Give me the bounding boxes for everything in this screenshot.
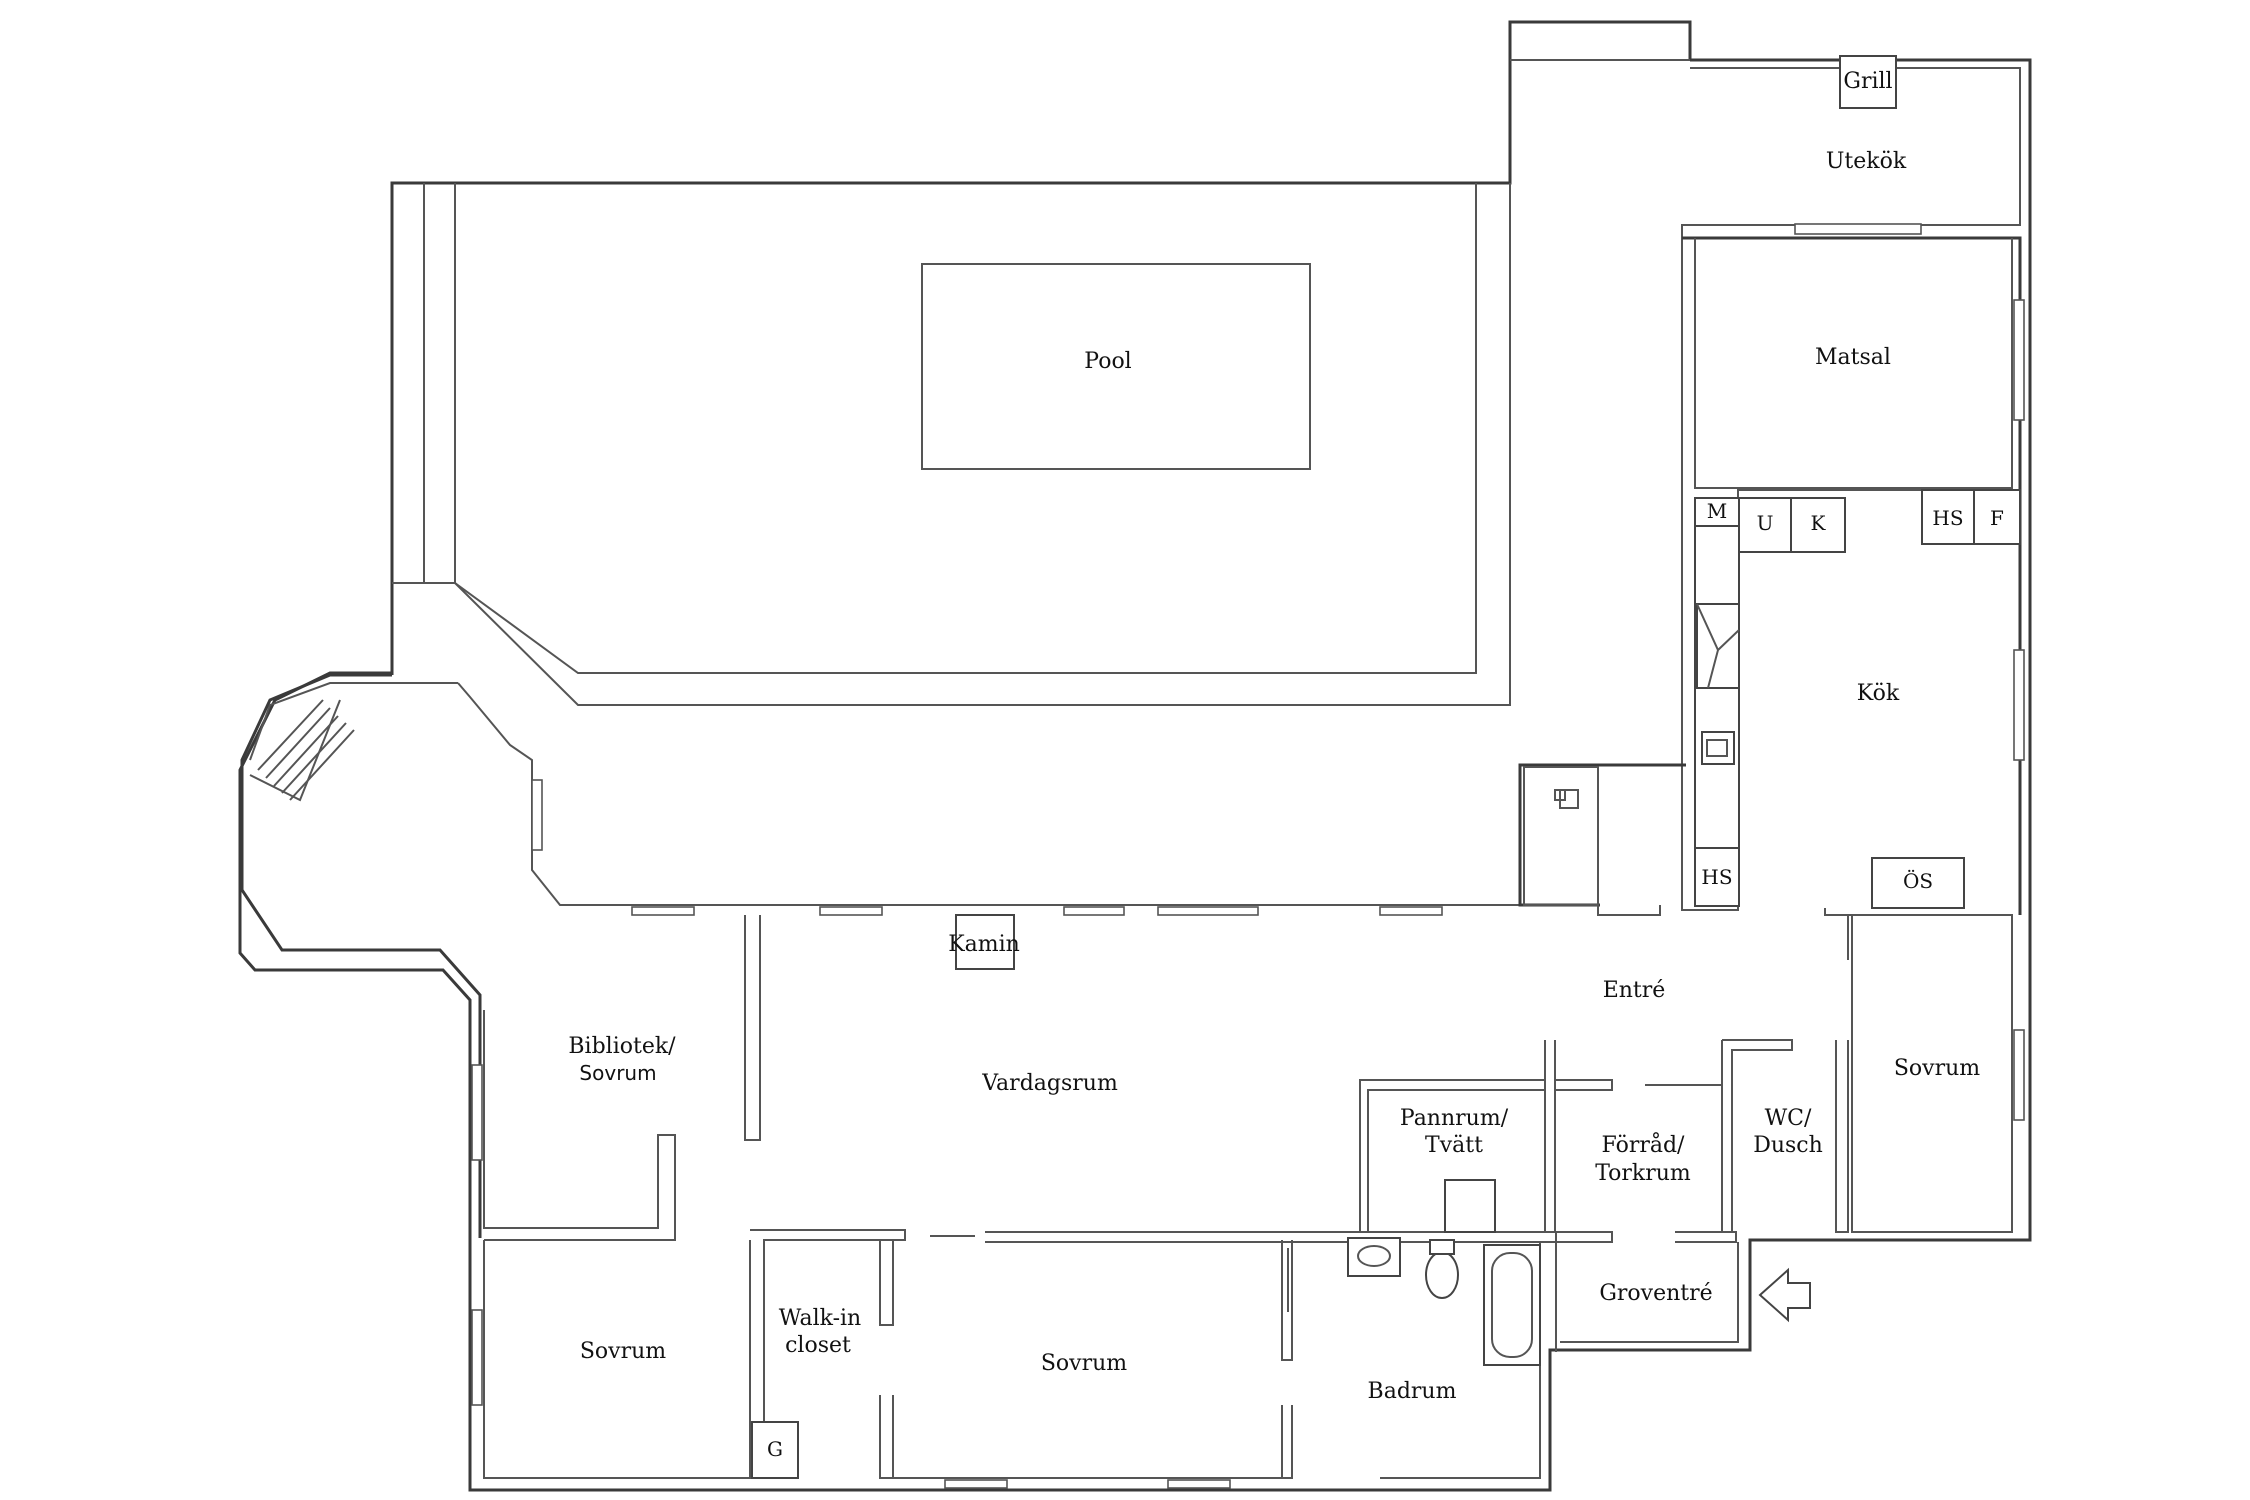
- stairs: [257, 699, 355, 801]
- room-label-pannrum-2: Tvätt: [1425, 1133, 1483, 1158]
- room-label-wc-1: WC/: [1765, 1106, 1812, 1131]
- fixture-label-u: U: [1757, 511, 1774, 535]
- room-label-sovrum-south: Sovrum: [1041, 1351, 1127, 1376]
- window: [471, 1309, 483, 1406]
- window: [1167, 1479, 1231, 1489]
- room-label-walkin-2: closet: [785, 1333, 851, 1358]
- toilet: [1425, 1251, 1459, 1299]
- room-label-grill: Grill: [1843, 69, 1892, 94]
- pool: [921, 263, 1311, 470]
- room-label-wc-2: Dusch: [1753, 1133, 1823, 1158]
- fixture-label-g: G: [767, 1437, 783, 1461]
- room-label-pannrum-1: Pannrum/: [1400, 1106, 1509, 1131]
- counter: [1694, 525, 1740, 907]
- boiler: [1444, 1179, 1496, 1233]
- west-rooms: [468, 1000, 906, 1490]
- window: [2013, 649, 2025, 761]
- window: [2013, 299, 2025, 421]
- window: [531, 779, 543, 851]
- room-label-walkin-1: Walk-in: [779, 1306, 861, 1331]
- window: [2013, 1029, 2025, 1121]
- room-label-bibliotek-1: Bibliotek/: [568, 1034, 676, 1059]
- room-label-entre: Entré: [1603, 978, 1666, 1003]
- microwave: [1694, 497, 1740, 527]
- utility-rooms: [1359, 1039, 1849, 1352]
- kitchen-area: [1682, 236, 2025, 960]
- cabinet-hs-top: [1921, 489, 1975, 545]
- fireplace: [955, 914, 1015, 970]
- window: [1063, 906, 1125, 916]
- east-bedroom: [1851, 905, 2032, 1240]
- fixture-label-m: M: [1707, 499, 1727, 523]
- cabinet-hs-bottom: [1694, 847, 1740, 907]
- fixture-label-f: F: [1990, 506, 2004, 530]
- room-label-groventre: Groventré: [1599, 1281, 1712, 1306]
- fixture-label-os: ÖS: [1903, 868, 1933, 893]
- fixture-label-hs-bottom: HS: [1701, 865, 1732, 889]
- entrance-arrow: [1758, 1267, 1811, 1323]
- room-label-kok: Kök: [1857, 681, 1900, 706]
- room-label-forrad-2: Torkrum: [1595, 1161, 1691, 1186]
- outdoor-kitchen: [238, 55, 2032, 1492]
- room-label-pool: Pool: [1084, 349, 1131, 374]
- window: [944, 1479, 1008, 1489]
- cabinet-os: [1871, 857, 1965, 909]
- window: [819, 906, 883, 916]
- closet-g: [751, 1421, 799, 1479]
- room-label-utekok: Utekök: [1826, 149, 1907, 174]
- room-label-forrad-1: Förråd/: [1602, 1131, 1686, 1158]
- window: [631, 906, 695, 916]
- room-label-matsal: Matsal: [1815, 345, 1891, 370]
- window: [1794, 223, 1922, 235]
- living-area: [631, 763, 1686, 1141]
- grill-fixture: [1839, 55, 1897, 109]
- room-label-badrum: Badrum: [1368, 1379, 1457, 1404]
- room-label-sovrum-east: Sovrum: [1894, 1056, 1980, 1081]
- window: [1157, 906, 1259, 916]
- room-label-vardagsrum: Vardagsrum: [981, 1071, 1118, 1096]
- pool-terrace: [390, 20, 1692, 706]
- room-label-bibliotek-2: Sovrum: [579, 1061, 656, 1085]
- bathroom-sink: [1347, 1237, 1401, 1277]
- room-label-kamin: Kamin: [948, 932, 1020, 957]
- fixture-label-hs-top: HS: [1932, 506, 1963, 530]
- room-label-sovrum-west: Sovrum: [580, 1339, 666, 1364]
- fixture-label-k: K: [1811, 511, 1827, 535]
- fridge-u: [1738, 497, 1792, 553]
- fridge-k: [1790, 497, 1846, 553]
- cabinet-f: [1973, 489, 2021, 545]
- window: [1379, 906, 1443, 916]
- stair-tower: [240, 673, 1598, 1238]
- window: [471, 1064, 483, 1161]
- south-rooms: [893, 1231, 1613, 1489]
